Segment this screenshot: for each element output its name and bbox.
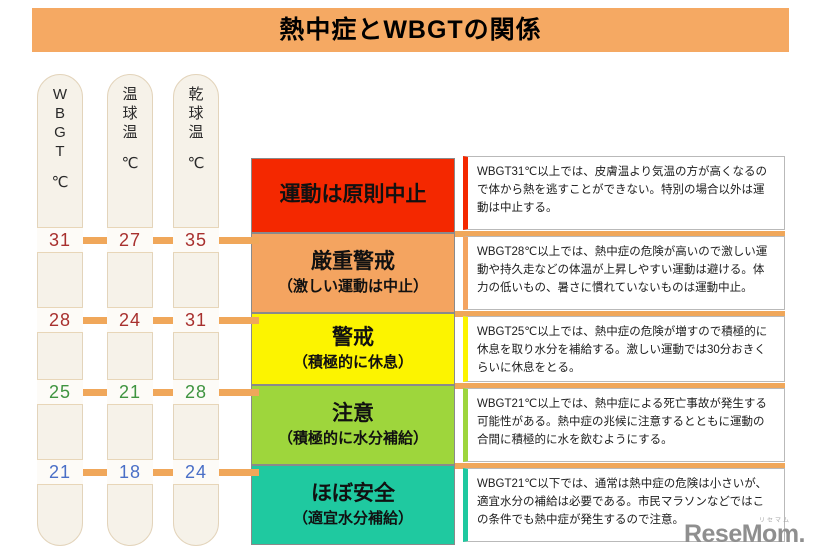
connector-bar	[219, 237, 259, 244]
connector-bar	[153, 317, 173, 324]
column-header-char: 温	[122, 86, 138, 103]
value-cell-dry-24: 24	[173, 459, 219, 485]
column-unit-wbgt: ℃	[51, 174, 69, 191]
band-sub-label: （適宜水分補給）	[292, 509, 413, 527]
column-header-dry-bulb: 乾 球 温 ℃	[174, 85, 218, 173]
column-unit-dry-bulb: ℃	[187, 155, 205, 172]
band-separator	[455, 463, 785, 469]
band-sub-label: （積極的に水分補給）	[277, 429, 428, 447]
column-header-char: 乾	[188, 86, 204, 103]
value-cell-wet-18: 18	[107, 459, 153, 485]
value-cell-dry-28: 28	[173, 379, 219, 405]
value-cell-dry-35: 35	[173, 227, 219, 253]
value-cell-wet-21: 21	[107, 379, 153, 405]
band-sub-label: （激しい運動は中止）	[277, 277, 428, 295]
column-header-char: 温	[188, 124, 204, 141]
description-caution: WBGT21℃以上では、熱中症による死亡事故が発生する可能性がある。熱中症の兆候…	[463, 388, 785, 462]
value-cell-wet-24: 24	[107, 307, 153, 333]
column-header-char: 球	[188, 105, 204, 122]
band-main-label: 運動は原則中止	[279, 183, 427, 207]
connector-bar	[219, 317, 259, 324]
column-header-char: T	[55, 143, 65, 160]
category-band-caution: 注意 （積極的に水分補給）	[251, 385, 455, 465]
band-separator	[455, 383, 785, 389]
band-main-label: 厳重警戒	[311, 250, 395, 274]
value-cell-wbgt-28: 28	[37, 307, 83, 333]
band-main-label: 警戒	[332, 326, 374, 350]
category-band-warning: 警戒 （積極的に休息）	[251, 313, 455, 385]
page-title-banner: 熱中症とWBGTの関係	[32, 8, 789, 52]
description-nearly-safe: WBGT21℃以下では、通常は熱中症の危険は小さいが、適宜水分の補給は必要である…	[463, 468, 785, 542]
watermark-kana: リセマム	[758, 518, 791, 524]
description-warning: WBGT25℃以上では、熱中症の危険が増すので積極的に休息を取り水分を補給する。…	[463, 316, 785, 382]
resemom-watermark: リセマム ReseMom.	[683, 515, 806, 548]
category-band-nearly-safe: ほぼ安全 （適宜水分補給）	[251, 465, 455, 545]
value-cell-wbgt-25: 25	[37, 379, 83, 405]
connector-bar	[219, 469, 259, 476]
column-header-char: B	[54, 105, 65, 122]
connector-bar	[219, 389, 259, 396]
connector-bar	[83, 237, 107, 244]
description-severe-warning: WBGT28℃以上では、熱中症の危険が高いので激しい運動や持久走などの体温が上昇…	[463, 236, 785, 310]
band-sub-label: （積極的に休息）	[292, 353, 413, 371]
column-header-char: 球	[122, 105, 138, 122]
column-header-char: G	[54, 124, 66, 141]
page-title: 熱中症とWBGTの関係	[279, 15, 542, 44]
connector-bar	[153, 389, 173, 396]
column-unit-wet-bulb: ℃	[121, 155, 139, 172]
band-main-label: 注意	[332, 402, 374, 426]
connector-bar	[153, 469, 173, 476]
value-cell-wbgt-21: 21	[37, 459, 83, 485]
column-header-wbgt: W B G T ℃	[38, 85, 82, 192]
value-cell-wet-27: 27	[107, 227, 153, 253]
connector-bar	[153, 237, 173, 244]
category-band-exercise-stop: 運動は原則中止	[251, 158, 455, 233]
connector-bar	[83, 469, 107, 476]
connector-bar	[83, 389, 107, 396]
band-separator	[455, 311, 785, 317]
band-separator	[455, 231, 785, 237]
column-header-wet-bulb: 温 球 温 ℃	[108, 85, 152, 173]
value-cell-wbgt-31: 31	[37, 227, 83, 253]
watermark-text: ReseMom.	[683, 520, 806, 548]
column-header-char: 温	[122, 124, 138, 141]
description-exercise-stop: WBGT31℃以上では、皮膚温より気温の方が高くなるので体から熱を逃すことができ…	[463, 156, 785, 230]
connector-bar	[83, 317, 107, 324]
value-cell-dry-31: 31	[173, 307, 219, 333]
column-header-char: W	[52, 86, 68, 103]
category-band-severe-warning: 厳重警戒 （激しい運動は中止）	[251, 233, 455, 313]
band-main-label: ほぼ安全	[311, 482, 395, 506]
